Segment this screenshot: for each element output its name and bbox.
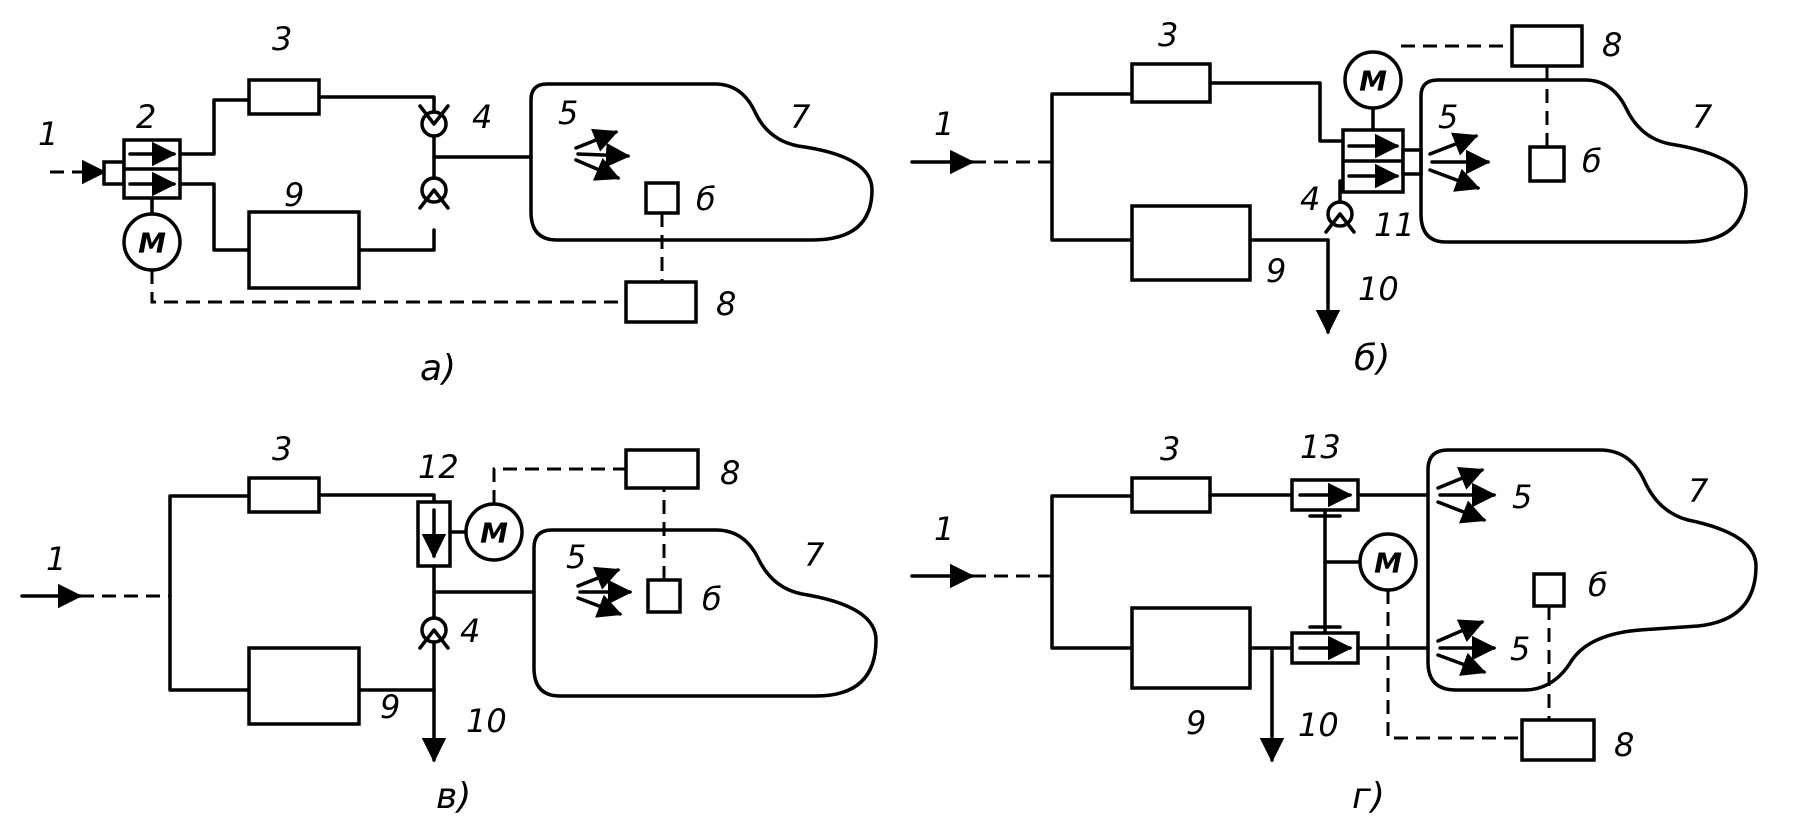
- sensor-6-g: [1532, 572, 1566, 608]
- diagram-g: M 1 3 5 5 б 7 8 9 10 13 г): [910, 428, 1758, 817]
- label-5-b: 5: [1438, 98, 1458, 136]
- pump-11-b: [1341, 128, 1423, 194]
- label-6-b: б: [1582, 142, 1602, 180]
- motor-label-b: M: [1359, 65, 1387, 98]
- label-1-g: 1: [934, 510, 954, 548]
- label-1-v: 1: [46, 540, 66, 578]
- chamber-7-v: [532, 528, 878, 698]
- label-4-a: 4: [472, 98, 492, 136]
- label-7-g: 7: [1688, 472, 1709, 510]
- label-6-v: б: [702, 580, 722, 618]
- label-9-b: 9: [1266, 252, 1286, 290]
- label-10-v: 10: [466, 702, 507, 740]
- controller-8-v: [624, 448, 700, 490]
- label-9-g: 9: [1186, 704, 1206, 742]
- diagram-v: M 1 3 4 5 б 7 8 9 10 12 в): [20, 430, 878, 817]
- label-13-g: 13: [1300, 428, 1341, 466]
- label-11-b: 11: [1374, 206, 1415, 244]
- motor-label-v: M: [480, 517, 508, 550]
- label-1-b: 1: [934, 105, 954, 143]
- pump-2-a: [102, 138, 182, 200]
- label-8-g: 8: [1614, 726, 1634, 764]
- label-8-b: 8: [1602, 26, 1622, 64]
- label-8-v: 8: [720, 454, 740, 492]
- label-5-upper-g: 5: [1512, 478, 1532, 516]
- label-3-g: 3: [1160, 430, 1180, 468]
- diagram-a: M 1 2 3: [38, 20, 874, 389]
- block-3-v: [247, 476, 321, 514]
- diagram-b: M 1 3 4 5 б 7 8 9 10 11 б): [910, 16, 1748, 379]
- jets-5-a: [574, 128, 631, 181]
- label-9-a: 9: [284, 176, 304, 214]
- caption-v: в): [436, 776, 471, 817]
- chamber-7-b: [1419, 78, 1748, 244]
- check-valve-4-a: [418, 104, 450, 210]
- controller-8-a: [624, 280, 698, 324]
- label-5-lower-g: 5: [1510, 630, 1530, 668]
- block-3-b: [1130, 62, 1212, 104]
- motor-b: [1343, 50, 1403, 110]
- label-6-a: б: [696, 180, 716, 218]
- motor-label-a: M: [138, 227, 166, 260]
- check-valve-4-b: [1324, 200, 1356, 234]
- label-5-a: 5: [558, 94, 578, 132]
- label-8-a: 8: [716, 285, 736, 323]
- jets-5-b: [1428, 132, 1491, 192]
- block-9-b: [1130, 204, 1252, 282]
- valve-12-v: [416, 500, 452, 568]
- valve-13-upper-g: [1290, 478, 1360, 512]
- controller-8-b: [1510, 24, 1584, 68]
- chamber-7-g: [1426, 448, 1758, 692]
- label-3-b: 3: [1158, 16, 1178, 54]
- jets-5-upper-g: [1436, 467, 1497, 524]
- label-3-v: 3: [272, 430, 292, 468]
- sensor-6-b: [1528, 145, 1566, 183]
- controller-8-g: [1520, 718, 1596, 762]
- caption-g: г): [1352, 776, 1385, 817]
- label-4-v: 4: [460, 612, 480, 650]
- jets-5-lower-g: [1436, 619, 1497, 676]
- block-3-a: [247, 78, 321, 116]
- block-9-g: [1130, 606, 1252, 690]
- chamber-7-a: [529, 82, 874, 242]
- block-9-v: [247, 646, 361, 726]
- jets-5-v: [576, 566, 633, 618]
- label-7-a: 7: [790, 98, 811, 136]
- label-7-v: 7: [804, 536, 825, 574]
- label-7-b: 7: [1692, 98, 1713, 136]
- caption-a: а): [420, 348, 456, 389]
- valve-13-lower-g: [1290, 631, 1360, 665]
- label-10-g: 10: [1298, 706, 1339, 744]
- label-9-v: 9: [380, 688, 400, 726]
- label-4-b: 4: [1300, 180, 1320, 218]
- label-10-b: 10: [1358, 270, 1399, 308]
- caption-b: б): [1354, 338, 1390, 379]
- sensor-6-a: [644, 181, 680, 215]
- label-5-v: 5: [566, 538, 586, 576]
- sensor-6-v: [646, 578, 682, 614]
- block-9-a: [247, 210, 361, 290]
- label-6-g: б: [1588, 566, 1608, 604]
- block-3-g: [1130, 476, 1212, 514]
- motor-label-g: M: [1374, 547, 1402, 580]
- label-3-a: 3: [272, 20, 292, 58]
- label-1-a: 1: [38, 115, 58, 153]
- label-12-v: 12: [418, 448, 459, 486]
- label-2-a: 2: [136, 98, 156, 136]
